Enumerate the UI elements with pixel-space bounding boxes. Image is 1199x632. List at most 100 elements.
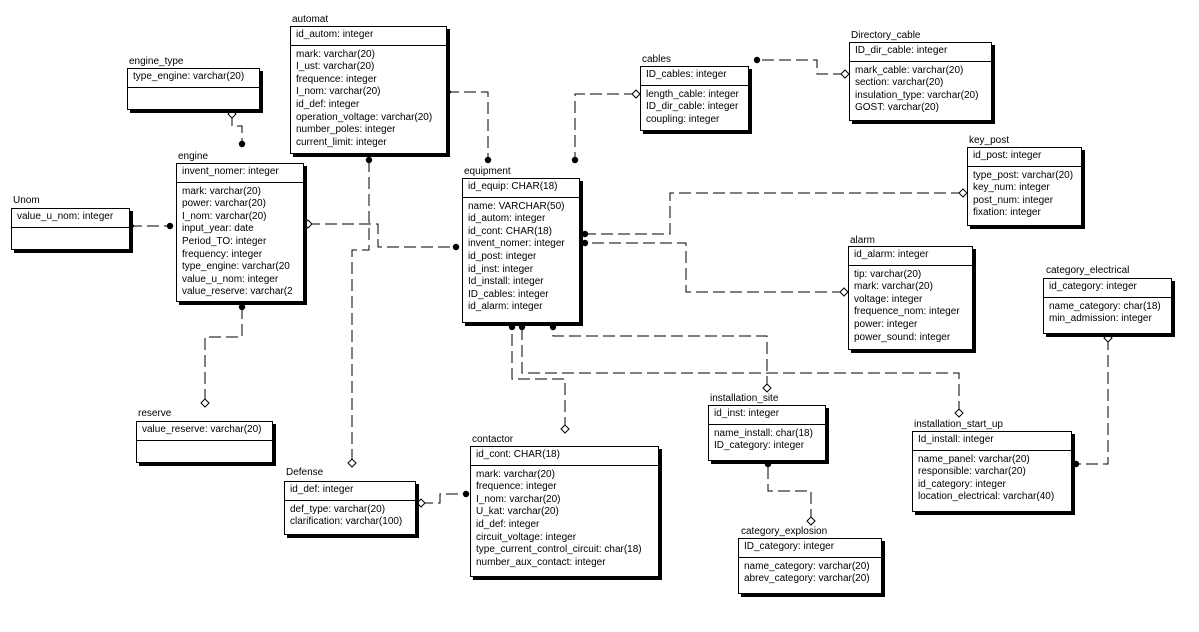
attribute: ID_dir_cable: integer [646,101,739,113]
attribute: id_def: integer [476,518,540,530]
cardinality-optional-diamond [839,287,849,297]
attribute: location_electrical: varchar(40) [918,491,1055,503]
cardinality-many-dot [365,156,373,164]
attribute: tip: varchar(20) [854,268,922,280]
rel-contactor-equipment[interactable] [511,327,566,429]
rel-automat-equipment[interactable] [447,91,489,160]
attribute-section [128,88,259,93]
attribute: responsible: varchar(20) [918,466,1026,478]
rel-cables-equipment[interactable] [574,93,636,160]
attribute: type_current_control_circuit: char(18) [476,544,642,556]
attribute: current_limit: integer [296,136,387,148]
entity-name: installation_site [710,393,779,404]
attribute: clarification: varchar(100) [290,516,403,528]
entity-box[interactable]: ID_category: integer name_category: varch… [738,538,882,594]
attribute: id_autom: integer [468,213,546,225]
primary-key-section: value_u_nom: integer [12,209,129,228]
attribute: id_post: integer [468,250,537,262]
entity-box[interactable]: id_inst: integer name_install: char(18)ID… [708,405,826,461]
cardinality-optional-diamond [303,219,313,229]
rel-alarm-equipment[interactable] [585,242,844,293]
primary-key-section: invent_nomer: integer [177,164,303,183]
attribute: mark: varchar(20) [854,281,933,293]
attribute: I_nom: varchar(20) [476,493,561,505]
cardinality-many-dot [581,230,589,238]
entity-box[interactable]: value_reserve: varchar(20) [136,421,273,463]
rel-directory-cable-cables[interactable] [757,59,845,75]
primary-key-attribute: id_cont: CHAR(18) [476,449,560,460]
primary-key-attribute: ID_category: integer [744,541,835,552]
rel-engine-equipment[interactable] [308,223,456,248]
attribute: name: VARCHAR(50) [468,200,565,212]
attribute: key_num: integer [973,182,1050,194]
cardinality-many-dot [484,156,492,164]
rel-category-electrical-installation-start-up[interactable] [1076,338,1109,465]
cardinality-optional-diamond [840,69,850,79]
entity-box[interactable]: id_equip: CHAR(18) name: VARCHAR(50)id_au… [462,178,580,323]
entity-name: category_electrical [1046,265,1130,276]
attribute: mark_cable: varchar(20) [855,64,964,76]
rel-installation-site-equipment[interactable] [552,327,768,388]
entity-box[interactable]: type_engine: varchar(20) [127,68,260,110]
attribute: I_ust: varchar(20) [296,61,375,73]
primary-key-attribute: id_equip: CHAR(18) [468,181,558,192]
primary-key-section: id_post: integer [968,148,1081,167]
attribute: ID_cables: integer [468,288,549,300]
attribute: invent_nomer: integer [468,238,565,250]
entity-box[interactable]: id_post: integer type_post: varchar(20)ke… [967,147,1082,226]
rel-category-explosion-installation-site[interactable] [767,464,812,521]
primary-key-section: id_def: integer [285,482,415,501]
rel-automat-defense[interactable] [351,160,370,463]
rel-engine-reserve[interactable] [204,307,243,403]
cardinality-many-dot [518,323,526,331]
attribute: power_sound: integer [854,331,951,343]
cardinality-many-dot [452,243,460,251]
cardinality-optional-diamond [631,89,641,99]
primary-key-attribute: id_inst: integer [714,408,780,419]
cardinality-many-dot [753,56,761,64]
attribute-section: name_category: char(18)min_admission: in… [1044,298,1171,328]
entity-name: installation_start_up [914,419,1003,430]
attribute: input_year: date [182,223,254,235]
entity-name: Unom [13,195,40,206]
primary-key-attribute: type_engine: varchar(20) [133,71,245,82]
attribute: U_kat: varchar(20) [476,506,559,518]
cardinality-optional-diamond [227,109,237,119]
attribute: number_aux_contact: integer [476,556,606,568]
cardinality-optional-diamond [1103,333,1113,343]
cardinality-many-dot [571,156,579,164]
attribute-section [12,228,129,233]
attribute: frequence: integer [296,73,377,85]
primary-key-attribute: value_reserve: varchar(20) [142,424,262,435]
attribute: type_post: varchar(20) [973,169,1074,181]
rel-installation-start-up-equipment[interactable] [521,327,960,413]
attribute: ID_category: integer [714,440,805,452]
entity-box[interactable]: id_cont: CHAR(18) mark: varchar(20)freque… [470,446,659,577]
cardinality-many-dot [764,460,772,468]
rel-engine-type-engine[interactable] [231,114,243,144]
primary-key-section: id_cont: CHAR(18) [471,447,658,466]
attribute: frequence: integer [476,481,557,493]
attribute-section: name_category: varchar(20)abrev_category… [739,558,881,588]
attribute: name_category: char(18) [1049,300,1161,312]
cardinality-many-dot [1072,460,1080,468]
rel-key-post-equipment[interactable] [585,192,963,235]
rel-defense-contactor[interactable] [421,493,466,504]
attribute: id_alarm: integer [468,301,543,313]
primary-key-section: type_engine: varchar(20) [128,69,259,88]
attribute-section: name_install: char(18)ID_category: integ… [709,425,825,455]
entity-box[interactable]: value_u_nom: integer [11,208,130,250]
attribute: number_poles: integer [296,124,396,136]
cardinality-many-dot [166,222,174,230]
attribute: power: varchar(20) [182,198,266,210]
